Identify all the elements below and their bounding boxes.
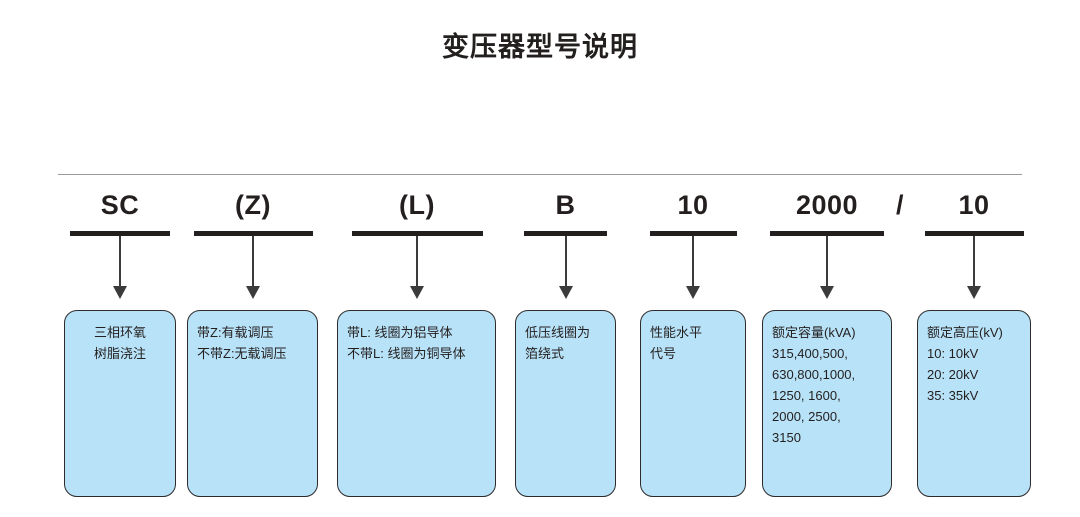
arrow-head-icon-3 <box>410 286 424 299</box>
description-box-3: 带L: 线圈为铝导体 不带L: 线圈为铜导体 <box>337 310 496 497</box>
code-underline-1 <box>70 231 170 236</box>
code-label-7: 10 <box>958 190 990 220</box>
description-text-2: 带Z:有载调压 不带Z:无载调压 <box>197 325 287 361</box>
arrow-head-icon-5 <box>686 286 700 299</box>
arrow-head-icon-1 <box>113 286 127 299</box>
connector-stem-1 <box>119 236 121 288</box>
code-underline-2 <box>194 231 313 236</box>
code-underline-6 <box>770 231 884 236</box>
connector-stem-6 <box>826 236 828 288</box>
description-box-1: 三相环氧 树脂浇注 <box>64 310 176 497</box>
code-label-5: 10 <box>677 190 709 220</box>
description-text-5: 性能水平 代号 <box>650 325 703 361</box>
code-label-1: SC <box>100 190 140 220</box>
connector-stem-5 <box>692 236 694 288</box>
code-underline-7 <box>925 231 1024 236</box>
code-label-6: 2000 <box>795 190 859 220</box>
header-divider <box>58 174 1022 175</box>
connector-stem-7 <box>973 236 975 288</box>
separator-slash: / <box>896 190 904 220</box>
connector-stem-3 <box>416 236 418 288</box>
description-box-2: 带Z:有载调压 不带Z:无载调压 <box>187 310 318 497</box>
description-text-1: 三相环氧 树脂浇注 <box>93 325 146 361</box>
description-text-4: 低压线圈为 箔绕式 <box>525 325 591 361</box>
description-box-7: 额定高压(kV) 10: 10kV 20: 20kV 35: 35kV <box>917 310 1031 497</box>
code-underline-3 <box>352 231 483 236</box>
page-title: 变压器型号说明 <box>442 32 638 62</box>
description-box-4: 低压线圈为 箔绕式 <box>515 310 616 497</box>
arrow-head-icon-7 <box>967 286 981 299</box>
description-text-7: 额定高压(kV) 10: 10kV 20: 20kV 35: 35kV <box>927 325 1003 403</box>
arrow-head-icon-4 <box>559 286 573 299</box>
connector-stem-2 <box>252 236 254 288</box>
description-text-3: 带L: 线圈为铝导体 不带L: 线圈为铜导体 <box>347 325 466 361</box>
code-label-2: (Z) <box>235 190 271 220</box>
code-label-4: B <box>555 190 576 220</box>
connector-stem-4 <box>565 236 567 288</box>
code-label-3: (L) <box>399 190 435 220</box>
arrow-head-icon-6 <box>820 286 834 299</box>
description-box-5: 性能水平 代号 <box>640 310 746 497</box>
code-underline-4 <box>524 231 607 236</box>
description-box-6: 额定容量(kVA) 315,400,500, 630,800,1000, 125… <box>762 310 892 497</box>
description-text-6: 额定容量(kVA) 315,400,500, 630,800,1000, 125… <box>772 325 856 445</box>
arrow-head-icon-2 <box>246 286 260 299</box>
code-underline-5 <box>650 231 737 236</box>
